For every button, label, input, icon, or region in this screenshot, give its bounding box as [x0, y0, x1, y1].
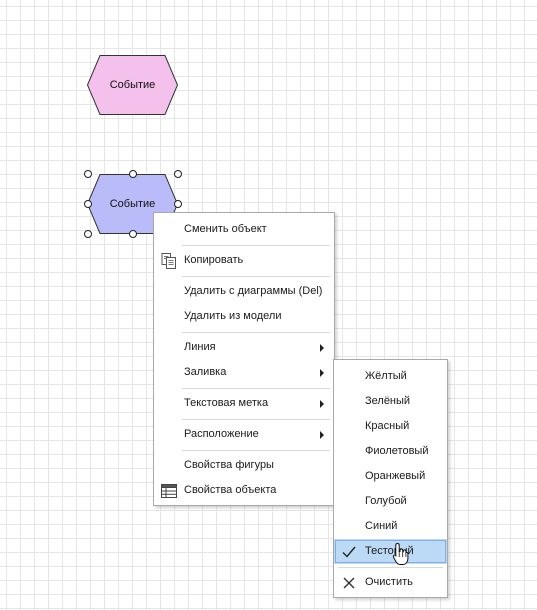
event-shape-pink[interactable]: Событие [86, 55, 179, 115]
fill-option-orange[interactable]: Оранжевый [334, 464, 447, 489]
fill-option-blue[interactable]: Синий [334, 514, 447, 539]
resize-handle[interactable] [174, 170, 182, 178]
menu-item-label: Свойства фигуры [184, 459, 274, 471]
menu-separator [338, 567, 443, 568]
fill-option-red[interactable]: Красный [334, 414, 447, 439]
menu-separator [182, 332, 330, 333]
submenu-arrow-icon [320, 400, 324, 408]
menu-item-delete-from-model[interactable]: Удалить из модели [154, 304, 334, 329]
menu-item-arrangement[interactable]: Расположение [154, 422, 334, 447]
fill-option-test[interactable]: Тестовый [334, 539, 447, 564]
menu-separator [182, 388, 330, 389]
copy-icon [160, 252, 178, 270]
menu-item-copy[interactable]: Копировать [154, 248, 334, 273]
menu-item-label: Линия [184, 341, 216, 353]
menu-item-delete-from-diagram[interactable]: Удалить с диаграммы (Del) [154, 279, 334, 304]
fill-submenu: Жёлтый Зелёный Красный Фиолетовый Оранже… [333, 359, 448, 598]
menu-item-change-object[interactable]: Сменить объект [154, 217, 334, 242]
menu-item-label: Расположение [184, 428, 259, 440]
resize-handle[interactable] [84, 230, 92, 238]
hand-pointer-cursor-icon [392, 542, 409, 565]
fill-option-light-blue[interactable]: Голубой [334, 489, 447, 514]
menu-item-shape-properties[interactable]: Свойства фигуры [154, 453, 334, 478]
fill-option-violet[interactable]: Фиолетовый [334, 439, 447, 464]
fill-option-clear[interactable]: Очистить [334, 570, 447, 595]
menu-separator [182, 419, 330, 420]
event-hexagon-pink [86, 55, 179, 115]
menu-item-label: Копировать [184, 254, 244, 266]
submenu-arrow-icon [320, 344, 324, 352]
menu-separator [182, 450, 330, 451]
menu-item-line[interactable]: Линия [154, 335, 334, 360]
resize-handle[interactable] [129, 170, 137, 178]
resize-handle[interactable] [84, 200, 92, 208]
menu-item-label: Удалить из модели [184, 310, 282, 322]
menu-item-label: Удалить с диаграммы (Del) [184, 285, 323, 297]
menu-item-object-properties[interactable]: Свойства объекта [154, 478, 334, 503]
menu-item-label: Красный [365, 420, 410, 432]
event-label: Событие [109, 79, 156, 91]
menu-item-label: Жёлтый [365, 370, 407, 382]
submenu-arrow-icon [320, 431, 324, 439]
menu-item-label: Голубой [365, 495, 407, 507]
menu-item-label: Текстовая метка [184, 397, 269, 409]
resize-handle[interactable] [84, 170, 92, 178]
menu-item-label: Заливка [184, 366, 227, 378]
menu-item-fill[interactable]: Заливка [154, 360, 334, 385]
fill-option-yellow[interactable]: Жёлтый [334, 364, 447, 389]
check-icon [340, 543, 358, 561]
menu-item-label: Оранжевый [365, 470, 426, 482]
menu-item-text-label[interactable]: Текстовая метка [154, 391, 334, 416]
menu-item-label: Зелёный [365, 395, 411, 407]
menu-item-label: Очистить [365, 576, 413, 588]
properties-table-icon [160, 482, 178, 500]
menu-item-label: Сменить объект [184, 223, 267, 235]
event-label: Событие [109, 198, 156, 210]
context-menu: Сменить объект Копировать Удалить с диаг… [153, 212, 335, 506]
menu-item-label: Фиолетовый [365, 445, 429, 457]
clear-x-icon [340, 574, 358, 592]
fill-option-green[interactable]: Зелёный [334, 389, 447, 414]
menu-separator [182, 276, 330, 277]
resize-handle[interactable] [129, 230, 137, 238]
submenu-arrow-icon [320, 369, 324, 377]
menu-item-label: Синий [365, 520, 398, 532]
resize-handle[interactable] [174, 200, 182, 208]
menu-item-label: Свойства объекта [184, 484, 277, 496]
menu-separator [182, 245, 330, 246]
